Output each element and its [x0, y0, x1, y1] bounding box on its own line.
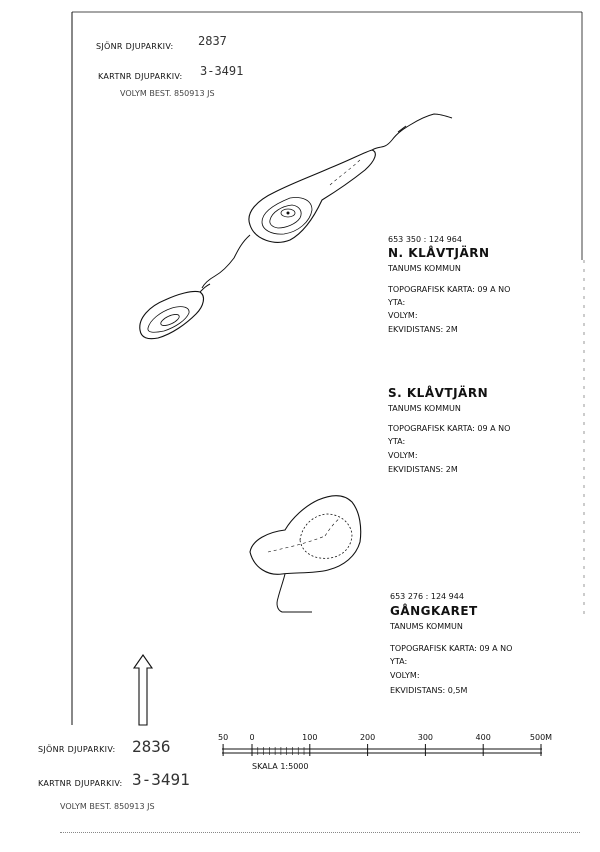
top-sjonr-value: 2837: [198, 34, 227, 48]
lake-topo-map: TOPOGRAFISK KARTA: 09 A NO: [390, 644, 513, 653]
lake-area-label: YTA:: [388, 437, 406, 446]
lake-name: N. KLÅVTJÄRN: [388, 246, 490, 260]
scale-tick-label: 100: [302, 733, 318, 742]
scale-tick-label: 500M: [529, 733, 553, 742]
top-volym-note: VOLYM BEST. 850913 JS: [120, 89, 215, 98]
north-arrow-icon: [132, 654, 154, 726]
lake-contour: EKVIDISTANS: 0,5M: [390, 686, 468, 695]
scan-noise-line: [60, 832, 580, 834]
lake-topo-map: TOPOGRAFISK KARTA: 09 A NO: [388, 424, 511, 433]
lake-contour: EKVIDISTANS: 2M: [388, 465, 458, 474]
top-kartnr-value: 3-3491: [200, 64, 244, 78]
bottom-kartnr-label: KARTNR DJUPARKIV:: [38, 779, 123, 788]
bottom-sjonr-value: 2836: [132, 737, 171, 756]
lake-municipality: TANUMS KOMMUN: [388, 404, 461, 413]
bottom-kartnr-value: 3-3491: [132, 770, 190, 789]
lake-area-label: YTA:: [390, 657, 408, 666]
scale-tick-label: 0: [249, 733, 255, 742]
scale-tick-label: 400: [475, 733, 491, 742]
lake-area-label: YTA:: [388, 298, 406, 307]
lake-volume-label: VOLYM:: [388, 311, 418, 320]
lake-s-klavtjarn-outline: [139, 283, 211, 340]
top-kartnr-label: KARTNR DJUPARKIV:: [98, 72, 183, 81]
top-sjonr-label: SJÖNR DJUPARKIV:: [96, 42, 174, 51]
lake-n-klavtjarn-outline: [201, 113, 453, 289]
scale-tick-label: 200: [359, 733, 376, 742]
bottom-volym-note: VOLYM BEST. 850913 JS: [60, 802, 155, 811]
lake-name: S. KLÅVTJÄRN: [388, 386, 489, 400]
scale-bar-graphic: [222, 744, 542, 756]
lake-municipality: TANUMS KOMMUN: [390, 622, 463, 631]
scale-tick-label: 300: [417, 733, 434, 742]
lake-volume-label: VOLYM:: [390, 671, 420, 680]
scale-tick-label: 50: [218, 733, 229, 742]
lake-contour: EKVIDISTANS: 2M: [388, 325, 458, 334]
lake-gangkaret-outline: [249, 495, 362, 613]
lake-coords: 653 276 : 124 944: [390, 592, 464, 601]
lake-topo-map: TOPOGRAFISK KARTA: 09 A NO: [388, 285, 511, 294]
lake-name: GÅNGKARET: [390, 604, 478, 618]
lake-volume-label: VOLYM:: [388, 451, 418, 460]
scale-label: SKALA 1:5000: [252, 762, 309, 771]
lake-coords: 653 350 : 124 964: [388, 235, 462, 244]
bottom-sjonr-label: SJÖNR DJUPARKIV:: [38, 745, 116, 754]
lake-municipality: TANUMS KOMMUN: [388, 264, 461, 273]
